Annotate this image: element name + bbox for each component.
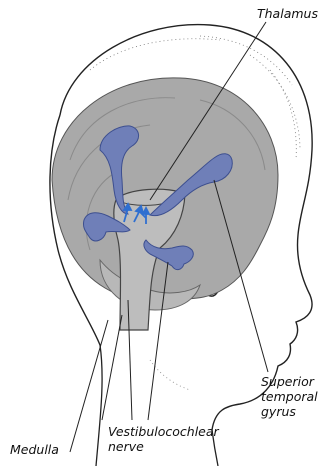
label-superior-line-3: gyrus: [261, 404, 318, 419]
label-superior-line-2: temporal: [261, 389, 318, 404]
label-superior-line-1: Superior: [261, 374, 318, 389]
label-vestibulocochlear-nerve: Vestibulocochlear nerve: [108, 424, 219, 454]
label-thalamus: Thalamus: [257, 6, 318, 21]
neck-line-back: [96, 345, 102, 466]
label-vestibulo-line-1: Vestibulocochlear: [108, 424, 219, 439]
label-vestibulo-line-2: nerve: [108, 439, 219, 454]
neck-shading: [150, 360, 190, 390]
label-superior-temporal-gyrus: Superior temporal gyrus: [261, 374, 318, 419]
label-medulla: Medulla: [10, 442, 59, 457]
